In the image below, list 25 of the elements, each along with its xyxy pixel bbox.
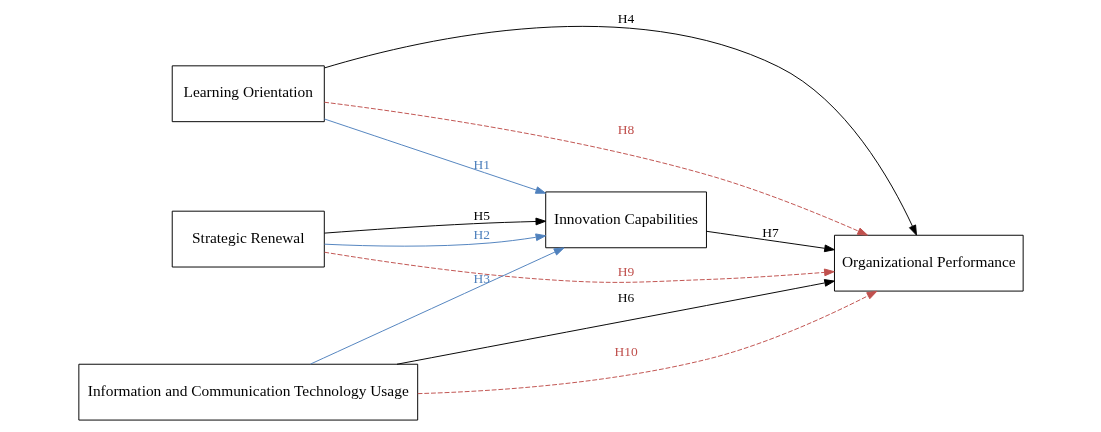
arrow xyxy=(396,279,835,365)
node-box: Learning Orientation xyxy=(171,65,325,123)
edge-label: H4 xyxy=(617,10,634,26)
edge-label: H8 xyxy=(617,122,634,138)
edge-label: H10 xyxy=(613,343,638,359)
node-box: Organizational Performance xyxy=(833,234,1024,292)
arrow xyxy=(705,230,835,253)
arrow xyxy=(323,25,917,236)
arrow xyxy=(323,217,546,234)
edge-label: H6 xyxy=(617,289,634,305)
edge-label: H7 xyxy=(761,225,779,241)
arrow xyxy=(323,101,868,236)
arrow xyxy=(416,290,877,395)
arrow xyxy=(323,251,835,283)
arrow xyxy=(323,118,546,194)
node-box: Strategic Renewal xyxy=(171,210,325,268)
edge-label: H5 xyxy=(472,208,490,224)
edge-label: H3 xyxy=(472,270,490,286)
edge-label: H9 xyxy=(617,263,634,279)
node-box: Information and Communication Technology Usage xyxy=(77,363,418,421)
edge-label: H1 xyxy=(472,157,490,173)
arrow xyxy=(309,247,564,365)
arrow xyxy=(323,233,546,247)
edge-label: H2 xyxy=(472,227,490,243)
node-box: Innovation Capabilities xyxy=(544,191,707,249)
